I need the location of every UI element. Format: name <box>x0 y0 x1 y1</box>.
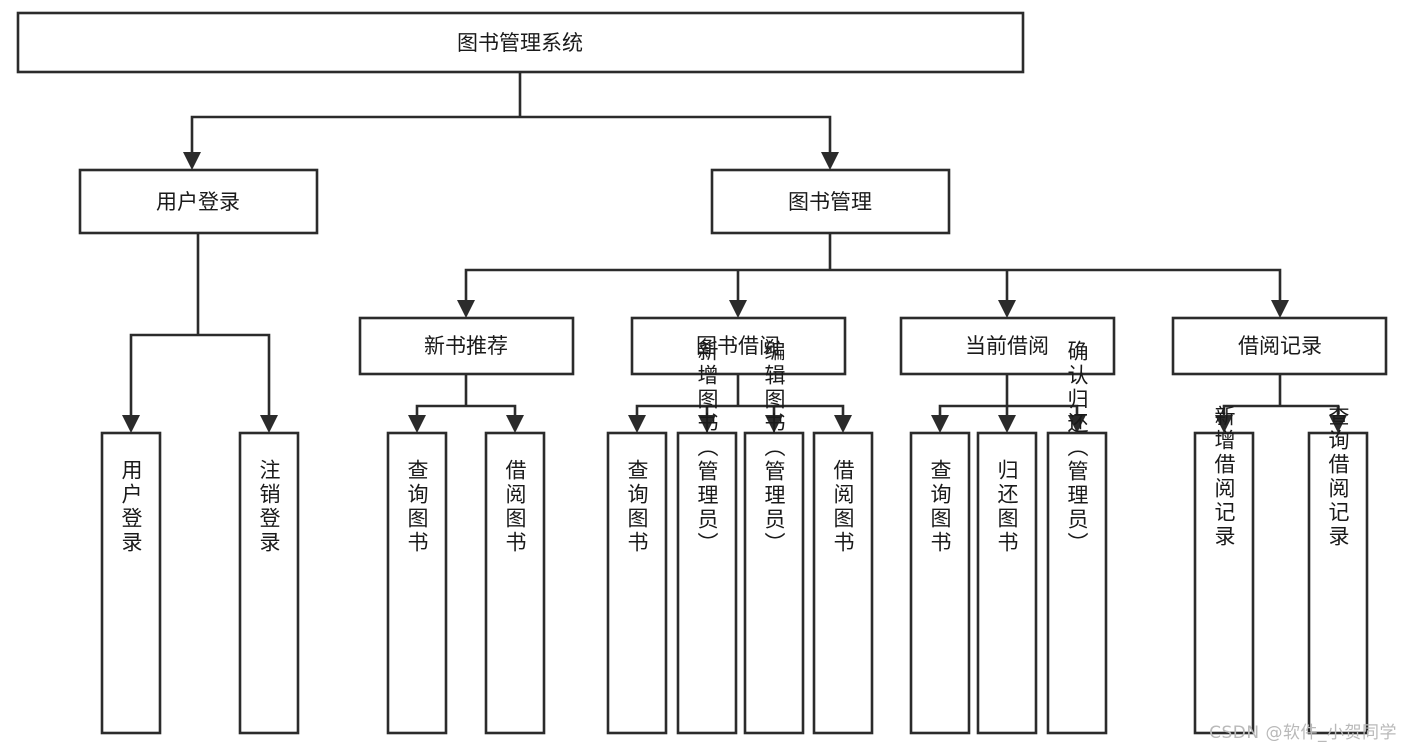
arrow-to-borrow-record <box>1271 300 1289 318</box>
arrow-to-leaf-edit-book <box>765 415 783 433</box>
node-leaf-logout[interactable]: 注销登录 <box>238 431 300 735</box>
node-current-borrow[interactable]: 当前借阅 <box>899 316 1116 376</box>
arrow-to-leaf-logout <box>260 415 278 433</box>
node-leaf-borrow-book-1-label: 借阅图书 <box>503 459 527 555</box>
node-leaf-query-book-1-label: 查询图书 <box>405 459 429 555</box>
node-leaf-add-record-box[interactable] <box>1193 431 1255 735</box>
node-leaf-edit-book[interactable]: 编辑图书（管理员） <box>743 340 805 735</box>
node-leaf-return-book-box[interactable] <box>976 431 1038 735</box>
node-new-book-rec-label: 新书推荐 <box>424 334 508 358</box>
node-leaf-add-record[interactable]: 新增借阅记录 <box>1193 405 1255 735</box>
node-leaf-borrow-book-1[interactable]: 借阅图书 <box>484 431 546 735</box>
node-leaf-borrow-book-2-label: 借阅图书 <box>831 459 855 555</box>
node-leaf-return-book[interactable]: 归还图书 <box>976 431 1038 735</box>
node-leaf-user-login-box[interactable] <box>100 431 162 735</box>
node-root-label: 图书管理系统 <box>457 31 583 55</box>
node-leaf-query-book-1[interactable]: 查询图书 <box>386 431 448 735</box>
node-borrow-record-box[interactable] <box>1171 316 1388 376</box>
node-book-borrow-label: 图书借阅 <box>696 334 780 358</box>
node-borrow-record[interactable]: 借阅记录 <box>1171 316 1388 376</box>
node-leaf-borrow-book-1-box[interactable] <box>484 431 546 735</box>
node-leaf-add-book-box[interactable] <box>676 431 738 735</box>
node-leaf-query-book-2-label: 查询图书 <box>625 459 649 555</box>
arrow-to-leaf-add-book <box>698 415 716 433</box>
node-new-book-rec[interactable]: 新书推荐 <box>358 316 575 376</box>
edge-book-borrow-bus <box>635 372 845 417</box>
node-leaf-edit-book-label: 编辑图书（管理员） <box>762 340 786 556</box>
node-leaf-edit-book-box[interactable] <box>743 431 805 735</box>
node-leaf-query-book-2[interactable]: 查询图书 <box>606 431 668 735</box>
node-leaf-confirm-return[interactable]: 确认归还（管理员） <box>1046 340 1108 735</box>
node-leaf-query-record-label: 查询借阅记录 <box>1326 405 1350 549</box>
node-current-borrow-label: 当前借阅 <box>965 334 1049 358</box>
edge-current-borrow-bus <box>938 372 1079 417</box>
node-leaf-user-login-label: 用户登录 <box>119 459 143 555</box>
node-root-box[interactable] <box>16 11 1025 74</box>
node-leaf-logout-label: 注销登录 <box>257 459 281 555</box>
node-leaf-confirm-return-box[interactable] <box>1046 431 1108 735</box>
node-current-borrow-box[interactable] <box>899 316 1116 376</box>
node-leaf-query-record[interactable]: 查询借阅记录 <box>1307 405 1369 735</box>
arrow-to-leaf-add-record <box>1215 415 1233 433</box>
arrow-to-leaf-confirm-return <box>1068 415 1086 433</box>
arrow-to-leaf-borrow-book-1 <box>506 415 524 433</box>
arrow-to-leaf-return-book <box>998 415 1016 433</box>
arrow-to-leaf-query-book-2 <box>628 415 646 433</box>
node-leaf-query-book-3-label: 查询图书 <box>928 459 952 555</box>
node-borrow-record-label: 借阅记录 <box>1238 334 1322 358</box>
arrow-to-leaf-query-record <box>1329 415 1347 433</box>
arrow-to-current-borrow <box>998 300 1016 318</box>
arrow-to-leaf-user-login <box>122 415 140 433</box>
node-user-login-box[interactable] <box>78 168 319 235</box>
edge-user-login-bus <box>129 231 271 417</box>
node-root[interactable]: 图书管理系统 <box>16 11 1025 74</box>
node-user-login[interactable]: 用户登录 <box>78 168 319 235</box>
node-book-manage[interactable]: 图书管理 <box>710 168 951 235</box>
node-leaf-borrow-book-2-box[interactable] <box>812 431 874 735</box>
edge-book-manage-bus <box>464 231 1282 302</box>
arrow-to-leaf-query-book-1 <box>408 415 426 433</box>
arrow-to-book-manage <box>821 152 839 170</box>
connector-layer <box>122 70 1347 433</box>
arrow-to-book-borrow <box>729 300 747 318</box>
node-book-borrow-box[interactable] <box>630 316 847 376</box>
node-leaf-query-book-3-box[interactable] <box>909 431 971 735</box>
node-leaf-add-record-label: 新增借阅记录 <box>1212 405 1236 549</box>
arrow-to-leaf-query-book-3 <box>931 415 949 433</box>
node-leaf-query-book-2-box[interactable] <box>606 431 668 735</box>
edge-borrow-record-bus <box>1222 372 1340 417</box>
node-leaf-add-book-label: 新增图书（管理员） <box>695 340 719 556</box>
edge-new-book-rec-bus <box>415 372 517 417</box>
node-book-manage-label: 图书管理 <box>788 190 872 214</box>
node-leaf-logout-box[interactable] <box>238 431 300 735</box>
node-new-book-rec-box[interactable] <box>358 316 575 376</box>
node-leaf-user-login[interactable]: 用户登录 <box>100 431 162 735</box>
node-leaf-borrow-book-2[interactable]: 借阅图书 <box>812 431 874 735</box>
node-leaf-add-book[interactable]: 新增图书（管理员） <box>676 340 738 735</box>
node-book-borrow[interactable]: 图书借阅 <box>630 316 847 376</box>
node-leaf-confirm-return-label: 确认归还（管理员） <box>1065 340 1089 556</box>
node-leaf-query-record-box[interactable] <box>1307 431 1369 735</box>
edge-root-bus <box>190 70 832 154</box>
arrow-to-user-login <box>183 152 201 170</box>
node-leaf-query-book-1-box[interactable] <box>386 431 448 735</box>
node-leaf-return-book-label: 归还图书 <box>995 459 1019 555</box>
node-leaf-query-book-3[interactable]: 查询图书 <box>909 431 971 735</box>
arrow-to-new-book-rec <box>457 300 475 318</box>
node-user-login-label: 用户登录 <box>156 190 240 214</box>
arrow-to-leaf-borrow-book-2 <box>834 415 852 433</box>
node-book-manage-box[interactable] <box>710 168 951 235</box>
